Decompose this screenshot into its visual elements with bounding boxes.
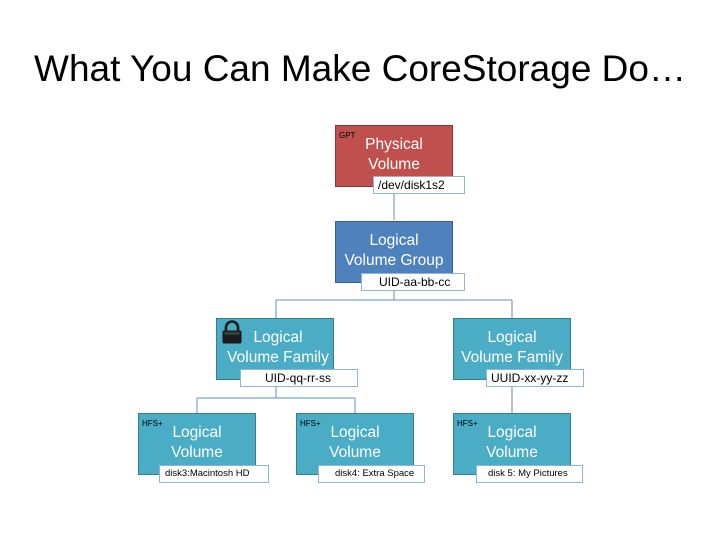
lv-1-id: disk3:Macintosh HD <box>159 465 269 483</box>
logical-volume-group-node[interactable]: Logical Volume Group <box>335 221 453 283</box>
lv-3-label-line1: Logical <box>487 424 537 441</box>
logical-volume-1-node[interactable]: HFS+ Logical Volume <box>138 413 256 475</box>
hfs-tag: HFS+ <box>142 419 163 428</box>
physical-volume-label-line2: Volume <box>368 156 420 173</box>
logical-volume-2-node[interactable]: HFS+ Logical Volume <box>296 413 414 475</box>
physical-volume-id: /dev/disk1s2 <box>373 176 465 194</box>
lvf-right-label-line1: Logical <box>487 329 537 346</box>
lvg-label-line2: Volume Group <box>344 252 444 269</box>
gpt-tag: GPT <box>339 131 356 140</box>
lv-1-label-line2: Volume <box>171 444 223 461</box>
physical-volume-label-line1: Physical <box>365 136 423 153</box>
hfs-tag: HFS+ <box>457 419 478 428</box>
logical-volume-3-node[interactable]: HFS+ Logical Volume <box>453 413 571 475</box>
lvf-right-id: UUID-xx-yy-zz <box>486 369 584 387</box>
lv-3-id: disk 5: My Pictures <box>476 465 583 483</box>
lvf-left-label-line1: Logical <box>253 329 303 346</box>
slide-title: What You Can Make CoreStorage Do… <box>34 48 686 89</box>
lvg-id: UID-aa-bb-cc <box>361 273 465 291</box>
lvf-left-id: UID-qq-rr-ss <box>240 369 358 387</box>
lv-2-label-line1: Logical <box>330 424 380 441</box>
lvf-left-label-line2: Volume Family <box>227 349 329 366</box>
lv-2-label-line2: Volume <box>329 444 381 461</box>
lvf-right-label-line2: Volume Family <box>461 349 563 366</box>
lock-icon <box>222 320 242 344</box>
lv-3-label-line2: Volume <box>486 444 538 461</box>
lvg-label-line1: Logical <box>369 232 419 249</box>
hfs-tag: HFS+ <box>300 419 321 428</box>
lv-2-id: disk4: Extra Space <box>318 465 425 483</box>
lv-1-label-line1: Logical <box>172 424 222 441</box>
